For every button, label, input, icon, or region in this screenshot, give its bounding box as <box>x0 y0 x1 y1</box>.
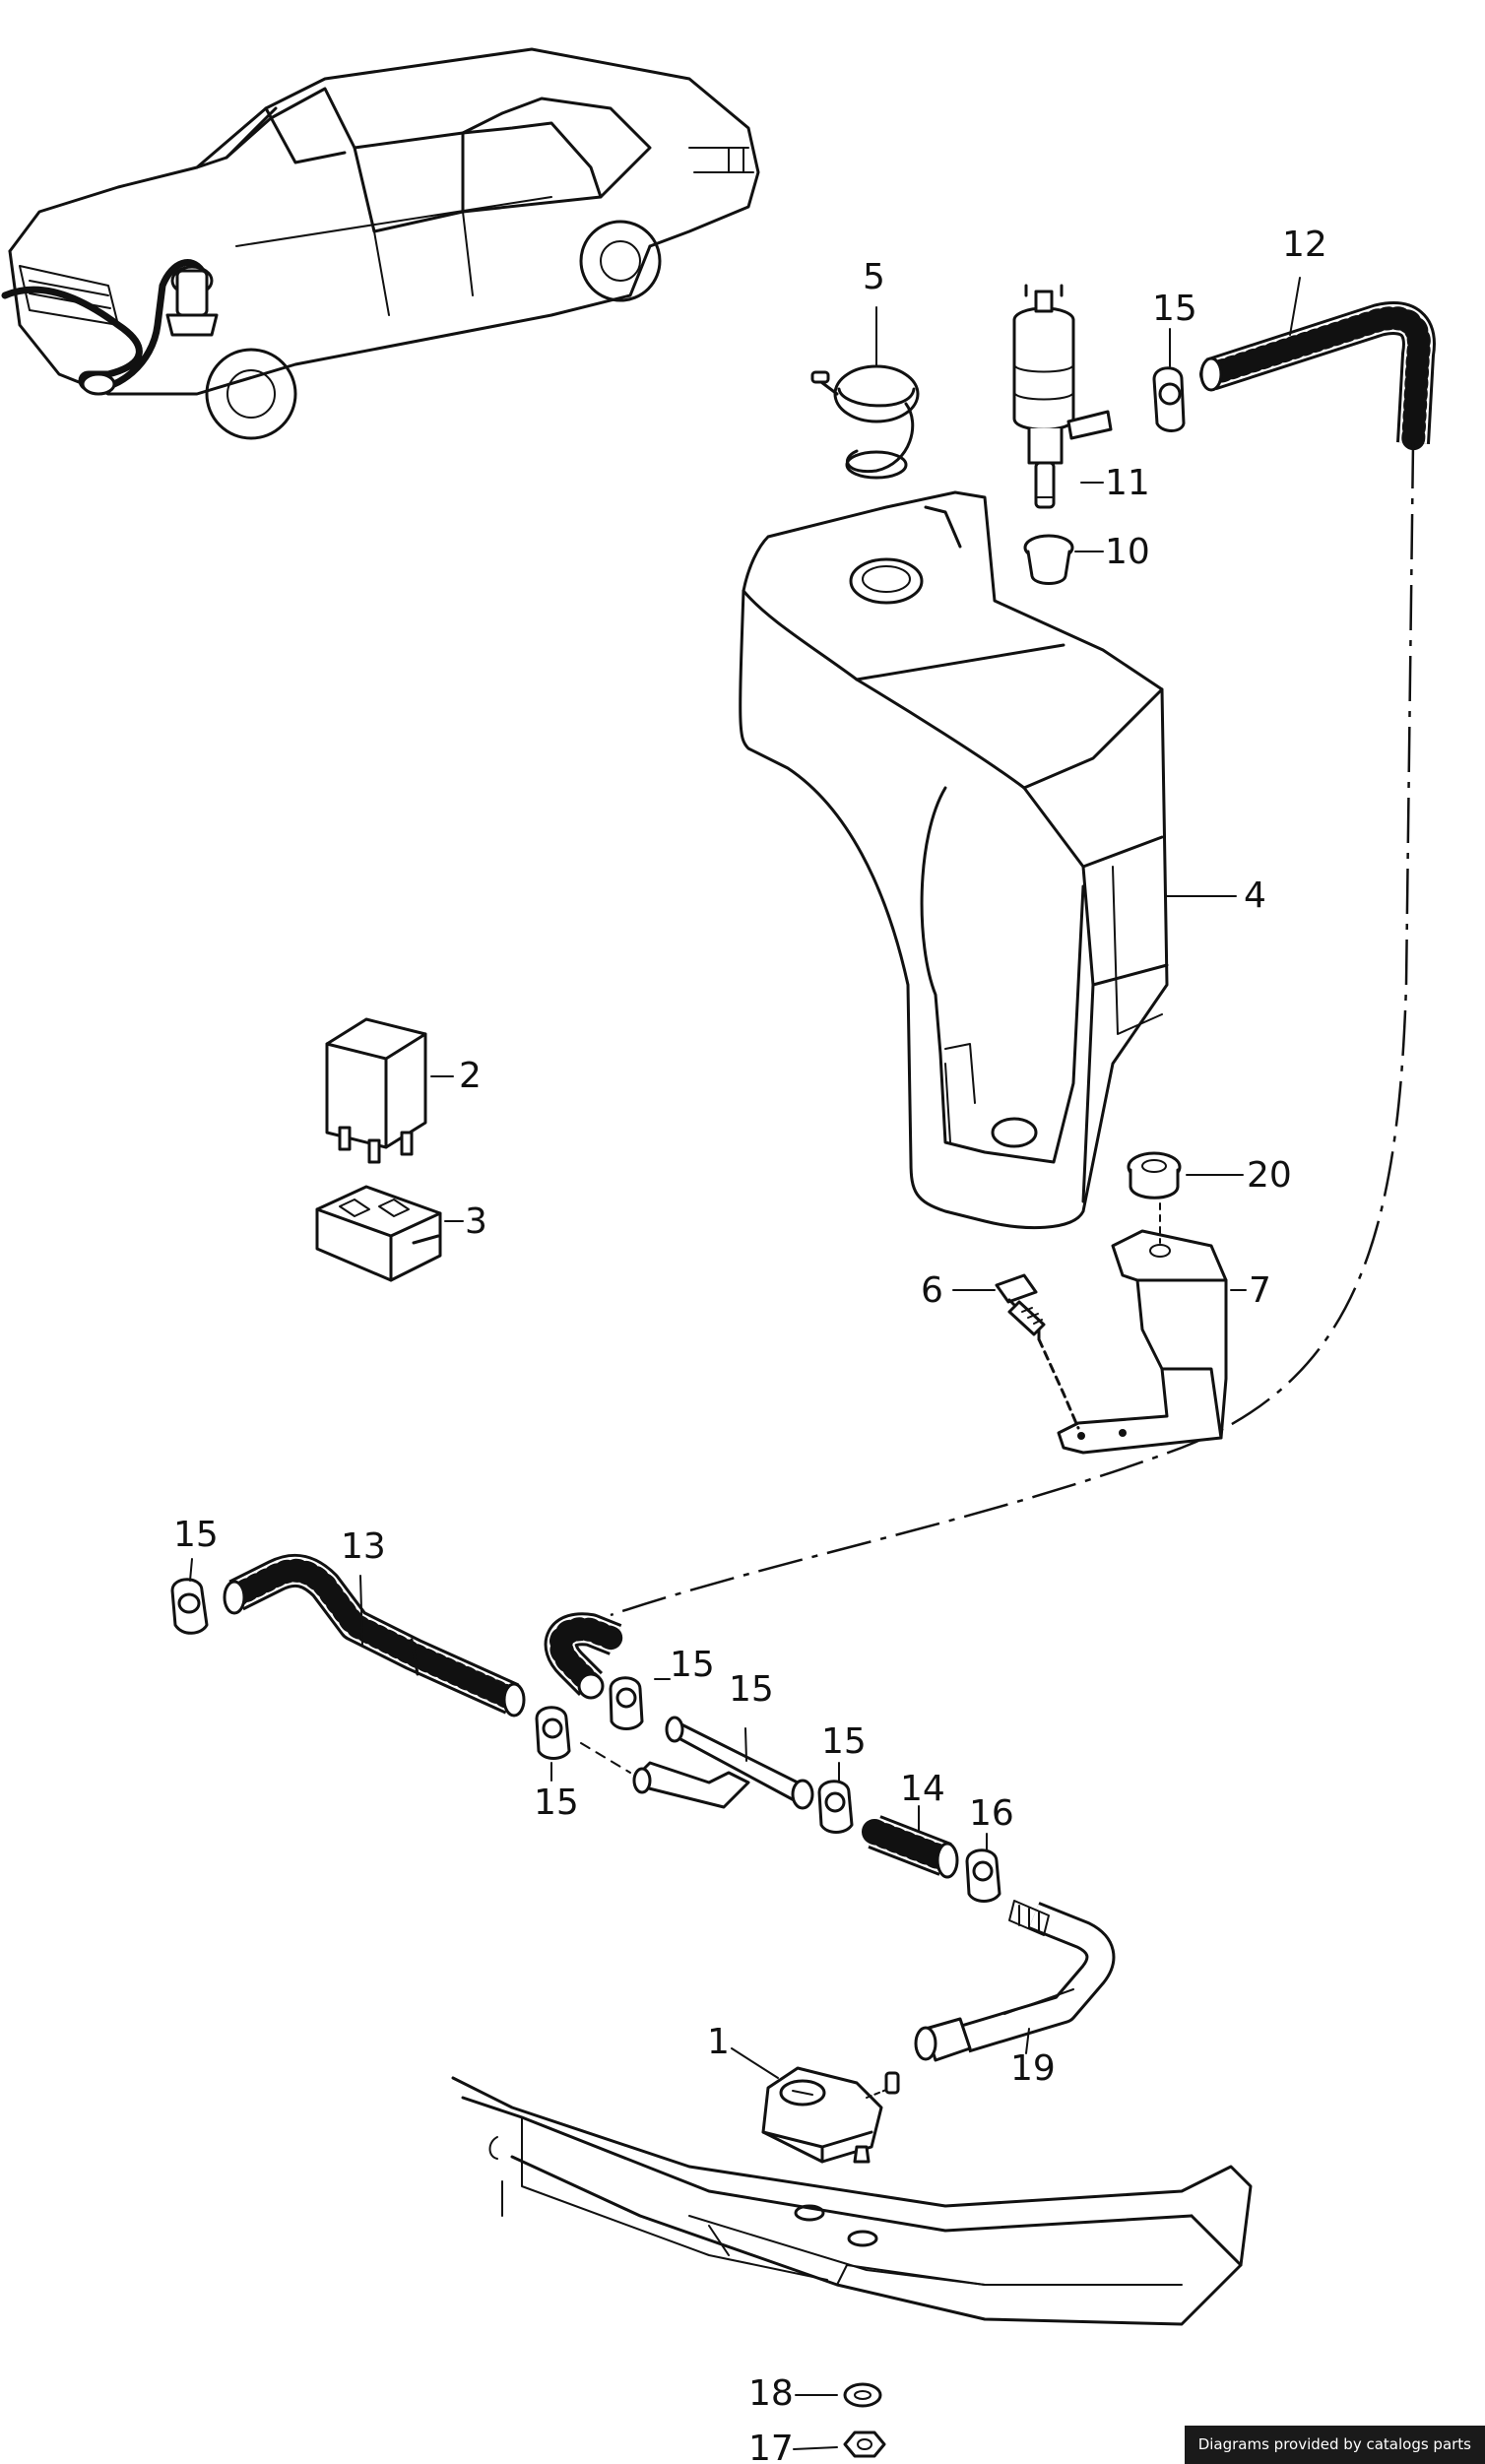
filler-cap-part <box>810 364 920 480</box>
car-overview-illustration <box>1 47 760 440</box>
hose-clip-mid-left <box>535 1706 571 1760</box>
callout-15b: 15 <box>173 1515 219 1555</box>
relay-part-2 <box>325 1017 427 1164</box>
callout-3: 3 <box>465 1201 487 1242</box>
washer-pump-part <box>1012 284 1113 509</box>
callout-6: 6 <box>921 1270 943 1311</box>
hose-clip-top <box>1152 366 1186 432</box>
hose-part-19 <box>914 1900 1116 2062</box>
hose-part-12 <box>610 301 1436 1617</box>
callout-16: 15 <box>729 1669 774 1710</box>
callout-4: 4 <box>1244 875 1266 916</box>
hose-part-13 <box>223 1553 526 1718</box>
grommet-part-20 <box>1127 1151 1182 1200</box>
callout-11: 11 <box>1105 463 1150 503</box>
callout-12: 12 <box>1282 225 1327 265</box>
hose-clip-after-16 <box>817 1780 854 1834</box>
screw-part-6 <box>995 1273 1080 1430</box>
credit-badge: Diagrams provided by catalogs parts <box>1184 2426 1485 2464</box>
hose-clip-left <box>170 1578 209 1635</box>
washer-reservoir-part <box>739 490 1169 1229</box>
front-bumper-illustration <box>451 2076 1253 2326</box>
spray-nozzle-part-1 <box>761 2066 900 2164</box>
nut-part-17 <box>843 2431 886 2458</box>
hose-clip-mid-right <box>609 1676 644 1730</box>
callout-1: 1 <box>707 2022 730 2062</box>
callout-18: 18 <box>748 2373 794 2414</box>
dash-guide <box>580 1742 631 1774</box>
relay-base-part-3 <box>315 1185 442 1282</box>
callout-10: 10 <box>1105 532 1150 572</box>
callout-19: 19 <box>1010 2048 1056 2089</box>
leader-lines <box>189 277 1301 2450</box>
t-connector-part-16 <box>632 1716 814 1810</box>
callout-2: 2 <box>459 1056 482 1096</box>
callout-5: 5 <box>863 257 885 297</box>
callout-20: 20 <box>1247 1155 1292 1196</box>
hose-part-14 <box>862 1815 959 1879</box>
callout-15e: 15 <box>821 1721 867 1762</box>
callout-15d: 15 <box>534 1783 579 1823</box>
bracket-part-7 <box>1057 1202 1228 1455</box>
washer-part-18 <box>843 2382 882 2408</box>
grommet-part-10 <box>1023 534 1074 585</box>
callout-15a: 15 <box>1152 289 1197 329</box>
callout-7: 7 <box>1249 1270 1271 1311</box>
callout-15f: 16 <box>969 1793 1014 1834</box>
hose-elbow <box>544 1612 627 1700</box>
callout-17: 17 <box>748 2429 794 2464</box>
callout-15c: 15 <box>670 1645 715 1685</box>
callout-14: 14 <box>900 1769 945 1809</box>
hose-clip-before-19 <box>965 1848 1001 1903</box>
callout-13: 13 <box>341 1526 386 1567</box>
